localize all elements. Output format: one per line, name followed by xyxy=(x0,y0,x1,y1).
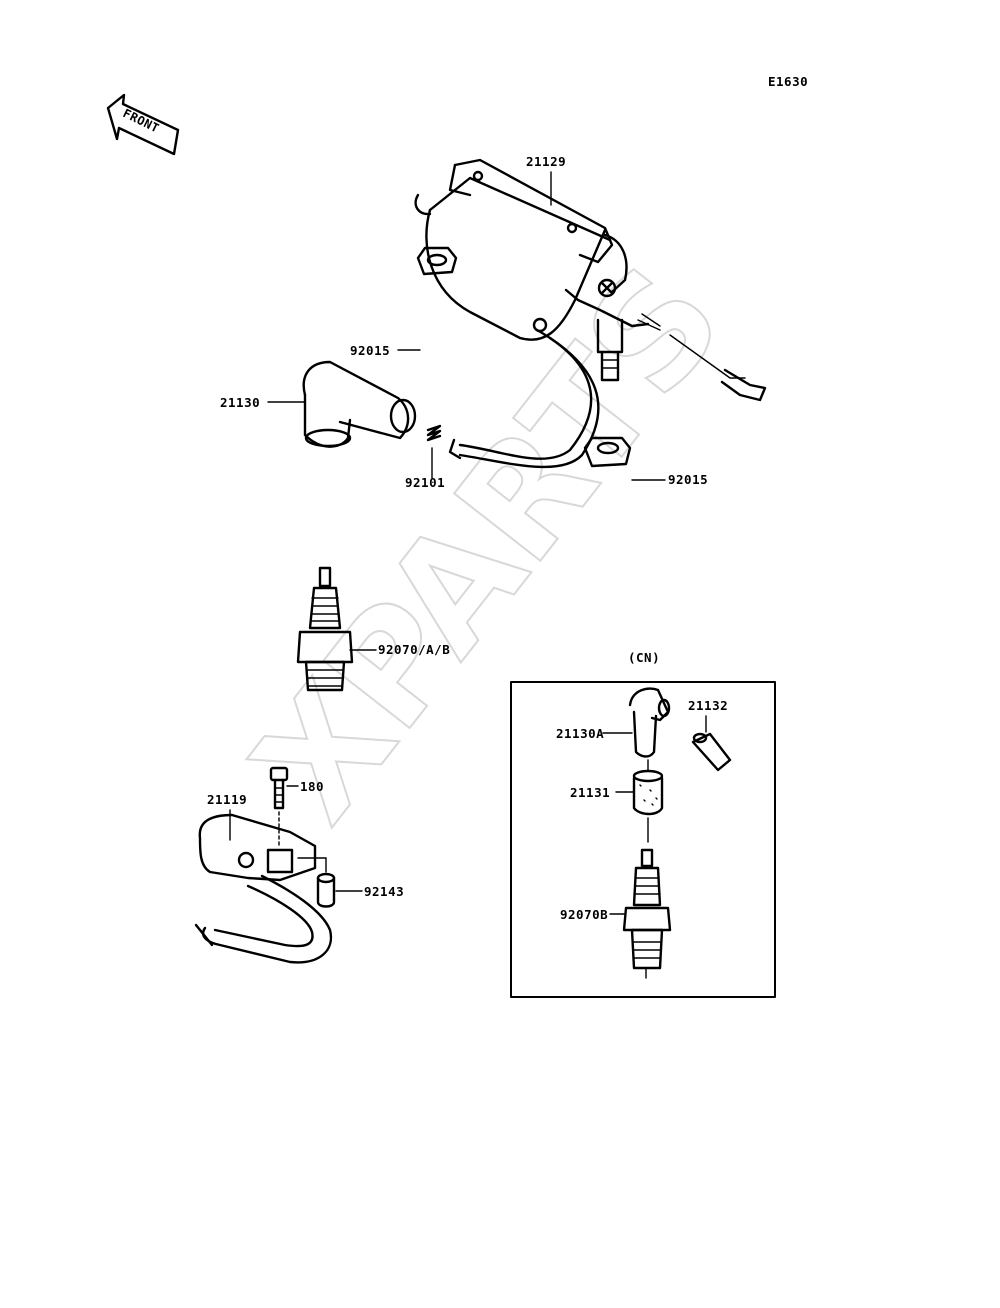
label-92015-lower: 92015 xyxy=(668,472,708,487)
watermark-text: XPARTS xyxy=(221,235,756,852)
label-21131: 21131 xyxy=(570,785,610,800)
diagram-code: E1630 xyxy=(768,74,808,89)
spring xyxy=(426,424,442,442)
label-92070B: 92070B xyxy=(560,907,608,922)
nut-upper xyxy=(416,246,458,276)
cap-end xyxy=(691,732,732,772)
bolt xyxy=(269,766,289,849)
ignition-coil-alt xyxy=(194,813,333,964)
inset-frame xyxy=(510,681,776,998)
label-92015-upper: 92015 xyxy=(350,343,390,358)
ignition-coil-main xyxy=(414,158,767,469)
label-21119: 21119 xyxy=(207,792,247,807)
spark-plug-cn xyxy=(622,848,672,979)
label-180: 180 xyxy=(300,779,324,794)
spark-plug-main xyxy=(296,566,354,692)
collar xyxy=(297,857,336,908)
label-21132: 21132 xyxy=(688,698,728,713)
label-92143: 92143 xyxy=(364,884,404,899)
inset-label: (CN) xyxy=(628,650,660,665)
label-21129: 21129 xyxy=(526,154,566,169)
front-arrow-icon: FRONT xyxy=(106,93,180,156)
plug-cap-cn xyxy=(628,687,671,758)
label-92101: 92101 xyxy=(405,475,445,490)
plug-cap-main xyxy=(302,360,417,448)
label-21130A: 21130A xyxy=(556,726,604,741)
cap-seal xyxy=(632,759,664,816)
label-21130: 21130 xyxy=(220,395,260,410)
nut-lower xyxy=(583,436,632,468)
label-92070-A-B: 92070/A/B xyxy=(378,642,450,657)
